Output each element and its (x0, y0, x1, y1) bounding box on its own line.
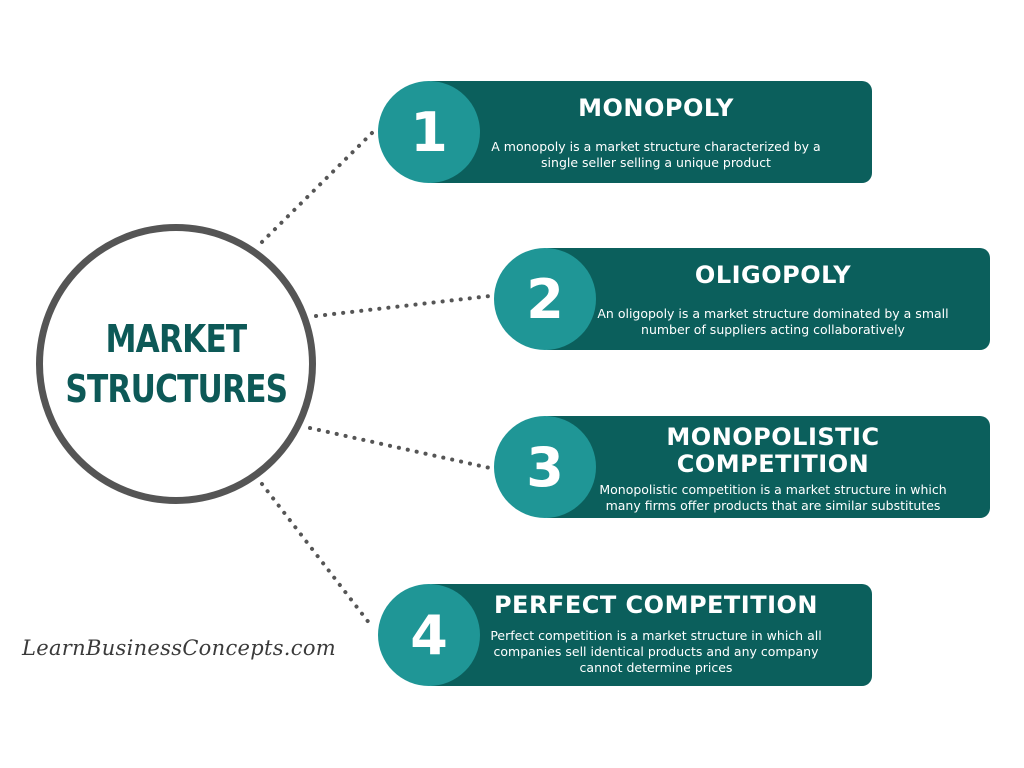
card-background (539, 416, 990, 518)
hub-title-line-1: MARKET (105, 317, 248, 361)
card-perfect-competition: 4 PERFECT COMPETITION Perfect competition … (378, 584, 872, 686)
connector-line-1 (260, 130, 375, 244)
card-title: PERFECT COMPETITION (450, 592, 862, 619)
card-title: MONOPOLY (450, 95, 862, 122)
card-description-line: Perfect competition is a market structur… (490, 628, 822, 643)
card-description: Perfect competition is a market structur… (450, 628, 862, 676)
connector-line-2 (314, 294, 492, 318)
card-title-line: MONOPOLY (578, 94, 734, 122)
learn-business-concepts-logo: LearnBusinessConcepts.com (22, 636, 336, 660)
number-badge: 3 (494, 416, 596, 518)
card-title-line: OLIGOPOLY (694, 261, 852, 289)
card-background (539, 248, 990, 350)
card-description-line: companies sell identical products and an… (493, 644, 819, 659)
card-description: Monopolistic competition is a market str… (566, 482, 980, 514)
number-badge: 4 (378, 584, 480, 686)
hub-title-line-2: STRUCTURES (65, 367, 288, 411)
card-title: OLIGOPOLY (566, 262, 980, 289)
card-background (423, 81, 872, 183)
card-description-line: many firms offer products that are simil… (605, 498, 941, 513)
connector-line-3 (308, 426, 492, 470)
card-title-line: MONOPOLISTIC (666, 423, 880, 451)
card-title-line: PERFECT COMPETITION (493, 591, 819, 619)
card-description-line: Monopolistic competition is a market str… (599, 482, 947, 497)
card-background (423, 584, 872, 686)
market-structures-hub: MARKET STRUCTURES (36, 224, 316, 504)
card-title-line: COMPETITION (676, 450, 870, 478)
card-description-line: number of suppliers acting collaborative… (641, 322, 905, 337)
card-monopoly: 1 MONOPOLY A monopoly is a market structur… (378, 81, 872, 183)
number-badge: 1 (378, 81, 480, 183)
card-description-line: A monopoly is a market structure charact… (491, 139, 821, 154)
card-description-line: single seller selling a unique product (541, 155, 771, 170)
number-badge: 2 (494, 248, 596, 350)
card-oligopoly: 2 OLIGOPOLY An oligopoly is a market struc… (494, 248, 990, 350)
card-description: A monopoly is a market structure charact… (450, 139, 862, 171)
card-description-line: An oligopoly is a market structure domin… (597, 306, 949, 321)
card-description: An oligopoly is a market structure domin… (566, 306, 980, 338)
card-description-line: cannot determine prices (579, 660, 733, 675)
connector-line-4 (260, 482, 375, 630)
